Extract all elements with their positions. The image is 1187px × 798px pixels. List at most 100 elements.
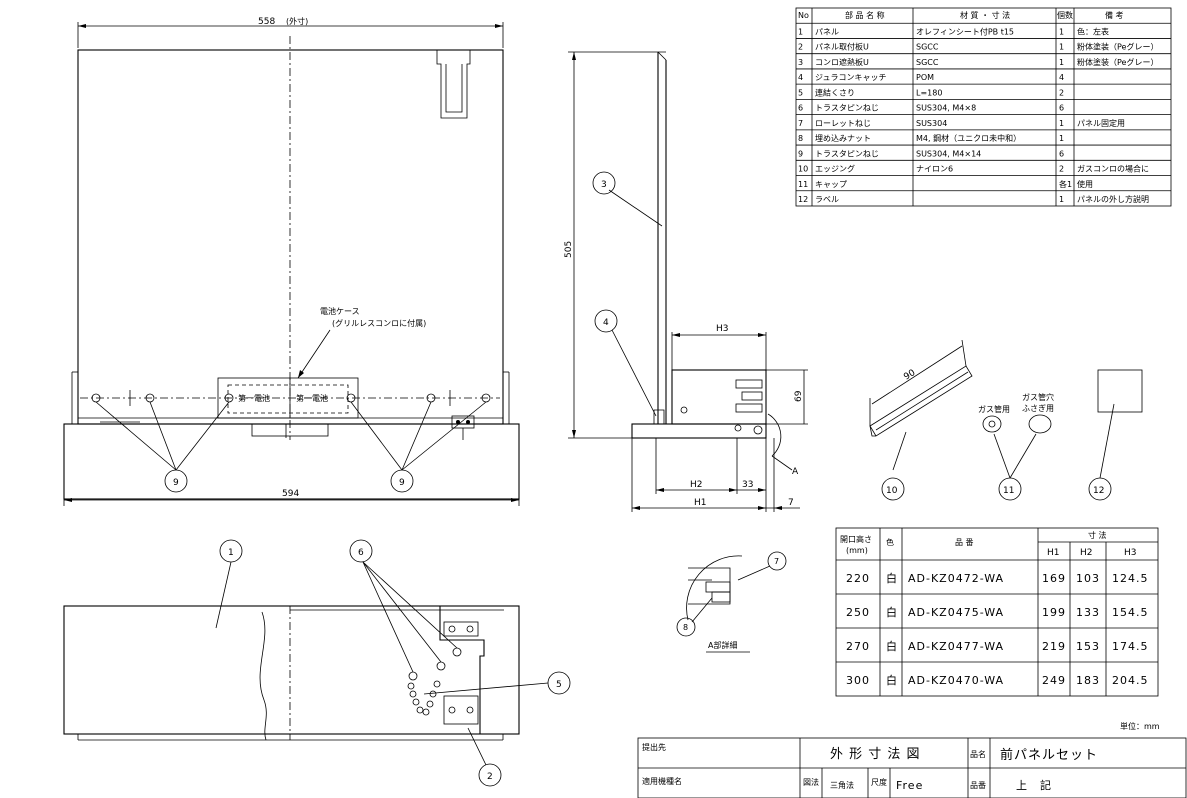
parts-note-cell: パネル固定用 — [1077, 118, 1125, 128]
parts-material-cell: SUS304, M4×8 — [916, 104, 976, 113]
parts-material-cell: M4, 鋼材（ユニクロ未中和） — [916, 133, 1021, 143]
cap-gas-pipe-label: ガス管用 — [978, 404, 1010, 414]
parts-material-cell: SGCC — [916, 58, 939, 67]
size-h2-cell: 133 — [1076, 606, 1100, 619]
balloon-9-left: 9 — [173, 478, 179, 488]
size-color-cell: 白 — [886, 639, 898, 653]
balloon-12: 12 — [1093, 486, 1104, 496]
parts-name-cell: ジュラコンキャッチ — [815, 73, 886, 82]
parts-name-cell: ローレットねじ — [815, 119, 871, 128]
parts-no-cell: 7 — [798, 119, 803, 128]
size-product-cell: AD-KZ0477-WA — [908, 640, 1004, 653]
cap-blank-label-2: ふさぎ用 — [1022, 403, 1054, 413]
size-header-h3: H3 — [1124, 548, 1137, 558]
parts-no-cell: 6 — [798, 104, 803, 113]
balloon-4: 4 — [603, 318, 609, 328]
title-block: 提出先 外 形 寸 法 図 品名 前パネルセット 適用機種名 図法 三角法 尺度… — [637, 737, 1187, 798]
parts-header-no: No — [798, 11, 809, 20]
detail-a-caption: A部詳細 — [708, 640, 737, 650]
size-color-cell: 白 — [886, 571, 898, 585]
parts-qty-cell: 2 — [1059, 88, 1064, 97]
parts-no-cell: 4 — [798, 73, 803, 82]
parts-header-qty: 個数 — [1057, 10, 1073, 20]
parts-no-cell: 9 — [798, 149, 803, 158]
dim-33: 33 — [742, 480, 753, 490]
parts-name-cell: エッジング — [815, 164, 855, 174]
size-h1-cell: 169 — [1042, 572, 1066, 585]
balloon-3: 3 — [601, 180, 607, 190]
parts-name-cell: パネル取付板U — [815, 42, 869, 52]
balloon-1: 1 — [228, 548, 234, 558]
size-product-cell: AD-KZ0470-WA — [908, 674, 1004, 687]
battery-cover-note: (グリルレスコンロに付属) — [332, 318, 426, 328]
size-h3-cell: 204.5 — [1112, 674, 1149, 687]
tb-product-no-label: 品番 — [970, 780, 986, 790]
front-width-note: (外寸) — [286, 16, 308, 26]
parts-qty-cell: 1 — [1059, 27, 1064, 36]
parts-note-cell: 色：左表 — [1077, 26, 1109, 36]
balloon-6: 6 — [358, 548, 364, 558]
size-header-opening-unit: (mm) — [846, 546, 868, 555]
parts-qty-cell: 1 — [1059, 58, 1064, 67]
parts-header-note: 備 考 — [1105, 10, 1124, 20]
size-header-color: 色 — [886, 537, 894, 547]
tb-applicable-label: 適用機種名 — [642, 776, 682, 786]
dim-69: 69 — [794, 390, 804, 402]
size-product-cell: AD-KZ0472-WA — [908, 572, 1004, 585]
parts-no-cell: 3 — [798, 58, 803, 67]
parts-qty-cell: 4 — [1059, 73, 1064, 82]
dim-h2: H2 — [690, 480, 703, 490]
parts-qty-cell: 1 — [1059, 195, 1064, 204]
parts-no-cell: 12 — [798, 195, 808, 204]
size-opening-cell: 300 — [846, 674, 870, 687]
balloon-5: 5 — [556, 680, 562, 690]
balloon-9-right: 9 — [399, 478, 405, 488]
parts-material-cell: オレフィンシート付PB t15 — [916, 26, 1014, 36]
size-opening-cell: 250 — [846, 606, 870, 619]
parts-name-cell: トラスタピンねじ — [815, 149, 879, 158]
parts-qty-cell: 1 — [1059, 43, 1064, 52]
balloon-11: 11 — [1003, 486, 1014, 496]
parts-name-cell: 連結くさり — [815, 87, 855, 97]
parts-material-cell: L=180 — [916, 88, 942, 97]
section-mark-a: A — [792, 467, 799, 477]
box-label-right: 第一電池 — [296, 393, 328, 403]
parts-name-cell: ラベル — [815, 195, 839, 204]
box-label-left: 第一電池 — [238, 393, 270, 403]
parts-name-cell: 埋め込みナット — [815, 133, 871, 143]
front-width-dim: 558 — [258, 17, 275, 27]
tb-product-name-label: 品名 — [970, 749, 986, 759]
parts-name-cell: パネル — [815, 27, 839, 36]
height-dim: 505 — [564, 241, 574, 258]
parts-header-material: 材 質 ・ 寸 法 — [960, 10, 1010, 20]
size-color-cell: 白 — [886, 605, 898, 619]
parts-material-cell: POM — [916, 73, 934, 82]
parts-no-cell: 2 — [798, 43, 803, 52]
size-h2-cell: 153 — [1076, 640, 1100, 653]
balloon-8: 8 — [683, 623, 688, 632]
parts-material-cell: SUS304 — [916, 119, 947, 128]
parts-qty-cell: 6 — [1059, 149, 1064, 158]
tb-product-no: 上 記 — [1016, 778, 1052, 792]
battery-cover-label: 電池ケース — [320, 306, 360, 316]
tb-projection: 三角法 — [830, 780, 854, 790]
edging-length-dim: 90 — [902, 368, 917, 383]
tb-product-name: 前パネルセット — [1000, 747, 1098, 763]
size-h2-cell: 103 — [1076, 572, 1100, 585]
size-header-h1: H1 — [1047, 548, 1060, 558]
size-h2-cell: 183 — [1076, 674, 1100, 687]
parts-name-cell: トラスタピンねじ — [815, 104, 879, 113]
plan-view: 1 6 5 2 — [63, 539, 571, 787]
tb-scale-label: 尺度 — [871, 777, 887, 787]
size-h3-cell: 124.5 — [1112, 572, 1149, 585]
parts-note-cell: パネルの外し方説明 — [1077, 194, 1149, 204]
front-screws — [91, 390, 491, 440]
size-color-cell: 白 — [886, 673, 898, 687]
size-product-cell: AD-KZ0475-WA — [908, 606, 1004, 619]
tb-drawing-title: 外 形 寸 法 図 — [830, 747, 921, 762]
parts-note-cell: 粉体塗装（Peグレー） — [1077, 57, 1158, 67]
size-header-opening: 開口高さ — [840, 534, 872, 544]
size-header-product: 品 番 — [955, 537, 974, 547]
